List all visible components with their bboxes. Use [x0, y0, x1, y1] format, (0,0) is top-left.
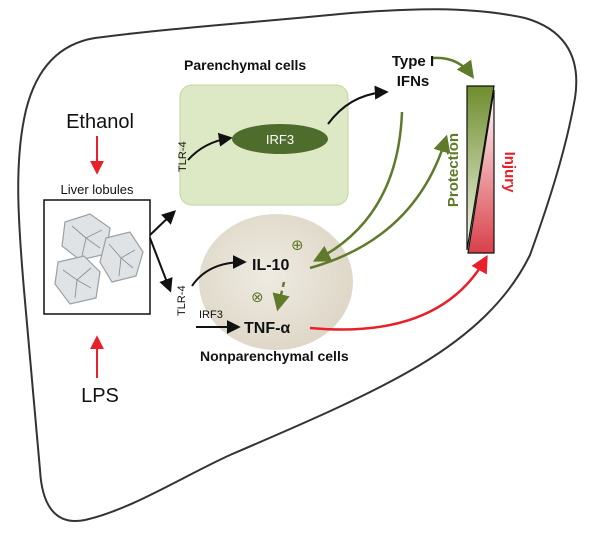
- tlr4-top-label: TLR-4: [177, 141, 189, 172]
- irf3-nonparenchymal-label: IRF3: [199, 309, 223, 321]
- nonparenchymal-cells-label: Nonparenchymal cells: [200, 348, 349, 364]
- parenchymal-cells-label: Parenchymal cells: [184, 57, 306, 73]
- tnf-alpha-label: TNF-α: [244, 320, 290, 337]
- il10-otimes-symbol: ⊗: [251, 289, 264, 306]
- lobules-to-nonparenchymal-arrow: [149, 237, 173, 293]
- lps-label: LPS: [81, 385, 119, 407]
- irf3-oval: [232, 124, 328, 154]
- lobules-to-parenchymal-arrow: [149, 210, 177, 236]
- type-i-label: Type I: [392, 53, 434, 70]
- protection-label: Protection: [445, 133, 462, 207]
- liver-outline: [17, 8, 578, 523]
- tlr4-bottom-label: TLR-4: [176, 285, 188, 316]
- tnf-to-injury-arrow: [309, 254, 488, 331]
- injury-wedge: [467, 89, 495, 254]
- irf3-parenchymal-label: IRF3: [266, 132, 294, 147]
- ifns-label: IFNs: [397, 73, 430, 90]
- tlr4-to-il10-arrow: [191, 255, 247, 287]
- ifns-to-il10-arrow: [312, 111, 404, 262]
- irf3-to-ifns-arrow: [327, 85, 389, 125]
- injury-label: Injury: [501, 152, 518, 193]
- protection-wedge: [466, 85, 495, 251]
- liver-lobules-label: Liver lobules: [61, 182, 134, 197]
- il10-label: IL-10: [252, 257, 289, 274]
- ifns-to-protection-arrow: [431, 56, 475, 79]
- il10-plus-symbol: ⊕: [291, 237, 304, 254]
- tlr4-to-irf3-arrow: [187, 132, 233, 161]
- ethanol-label: Ethanol: [66, 111, 134, 133]
- hepatocyte-lobules-illustration: [54, 213, 144, 305]
- il10-inhibits-tnf-arrow: [272, 281, 290, 312]
- il10-to-protection-arrow: [309, 134, 451, 270]
